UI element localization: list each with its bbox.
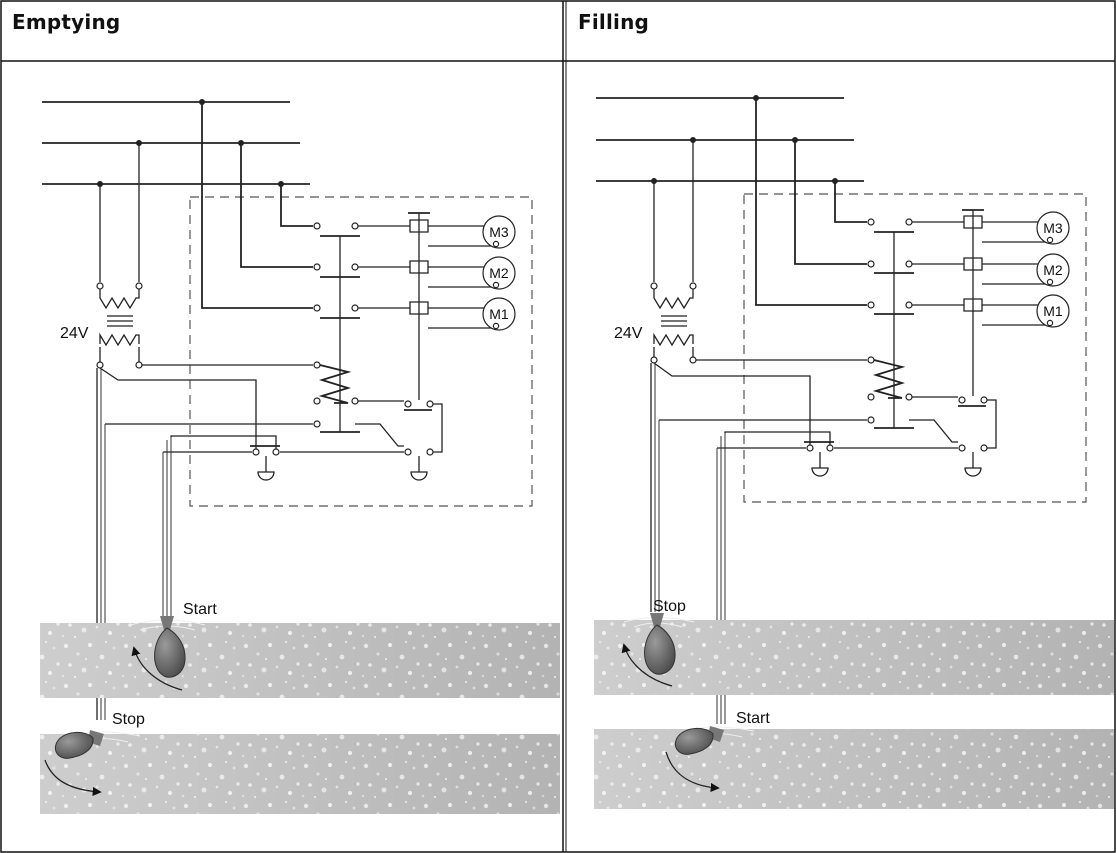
- panel-title-emptying: Emptying: [12, 10, 121, 34]
- motor-m3: M3: [482, 215, 516, 249]
- float-switch-upper: [129, 616, 206, 678]
- voltage-label: 24V: [614, 325, 643, 342]
- contactor: [313, 222, 360, 433]
- motor-label-m2: M2: [489, 265, 509, 281]
- control-box: [189, 196, 533, 507]
- switch-label-upper: Start: [183, 601, 217, 618]
- float-switch-lower: [55, 730, 141, 759]
- switch-label-upper: Stop: [653, 598, 686, 615]
- panel-title-filling: Filling: [578, 10, 650, 34]
- overload-relay: [408, 212, 430, 400]
- motor-m1: M1: [482, 297, 516, 331]
- motor-label-m2: M2: [1043, 262, 1063, 278]
- float-arrow-lower: [665, 751, 720, 793]
- motor-m2: M2: [1036, 253, 1070, 287]
- motor-m2: M2: [482, 256, 516, 290]
- filling-schematic: 24V: [594, 95, 1114, 809]
- motor-label-m3: M3: [489, 224, 509, 240]
- float-arrow-lower: [44, 759, 102, 797]
- contactor-coil: [318, 364, 352, 404]
- contactor-coil: [872, 359, 906, 399]
- overload-relay: [962, 209, 984, 396]
- transformer: [99, 289, 140, 347]
- motor-label-m3: M3: [1043, 220, 1063, 236]
- switch-label-lower: Start: [736, 710, 770, 727]
- contactor: [867, 218, 914, 429]
- float-switch-lower: [675, 726, 755, 755]
- float-switch-upper: [623, 613, 695, 675]
- switch-label-lower: Stop: [112, 711, 145, 728]
- voltage-label: 24V: [60, 325, 89, 342]
- float-arrow-upper: [621, 643, 673, 687]
- float-arrow-upper: [131, 646, 183, 691]
- emptying-schematic: 24V: [40, 99, 560, 814]
- motor-label-m1: M1: [489, 306, 509, 322]
- motor-label-m1: M1: [1043, 303, 1063, 319]
- motor-m1: M1: [1036, 294, 1070, 328]
- control-box: [743, 193, 1087, 503]
- transformer: [653, 289, 694, 347]
- motor-m3: M3: [1036, 211, 1070, 245]
